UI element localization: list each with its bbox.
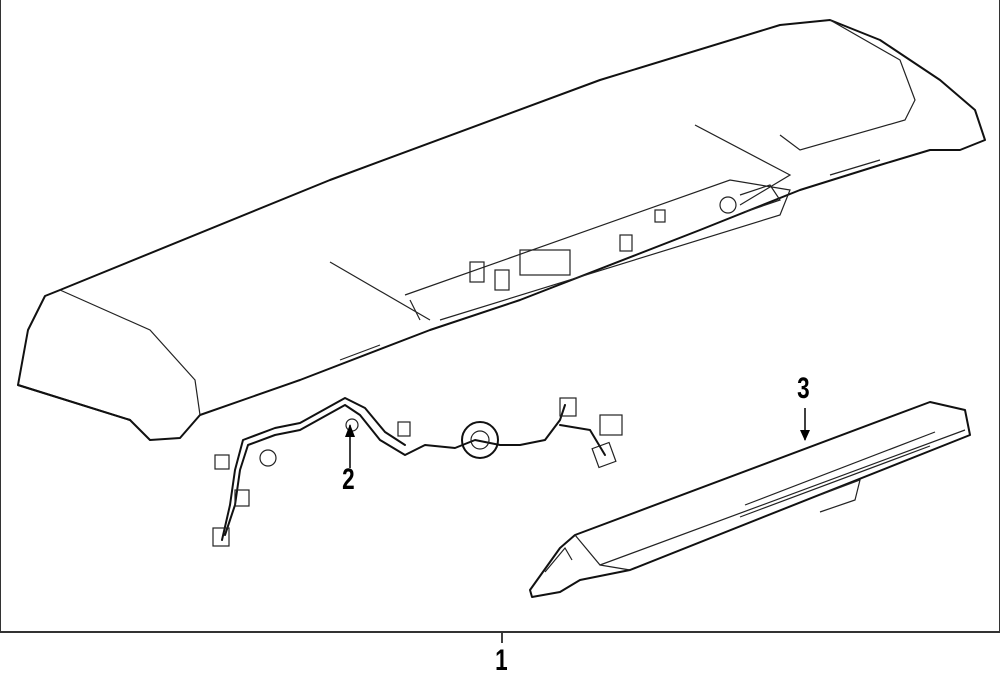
spoiler-drawing (17, 19, 986, 441)
callout-3-label: 3 (797, 372, 810, 405)
wiring-harness-drawing (212, 397, 623, 547)
callout-3-arrow (800, 430, 810, 441)
callout-2-arrow (345, 424, 355, 437)
callout-2-label: 2 (342, 463, 355, 496)
stop-lamp-drawing (529, 401, 971, 598)
callout-1-label: 1 (495, 644, 508, 677)
